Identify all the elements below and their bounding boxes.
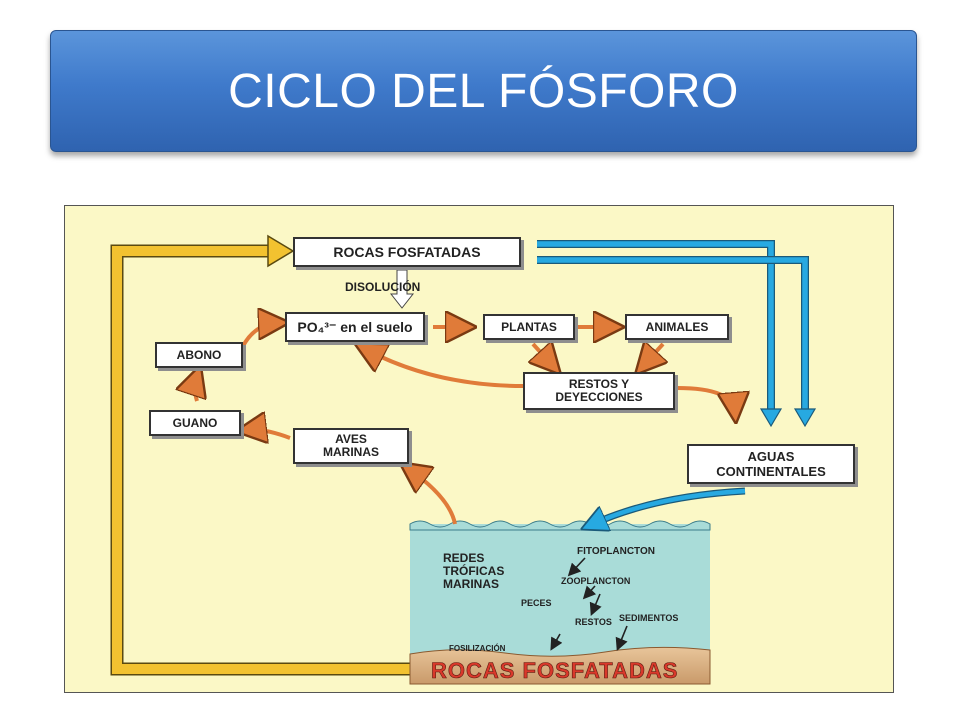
po4-suelo-label: PO₄³⁻ en el suelo — [297, 318, 413, 335]
abono-label: ABONO — [176, 347, 222, 362]
blue-rock-arrows — [537, 240, 817, 428]
aguas-to-sea-arrow-outline — [591, 487, 746, 528]
phosphorus-cycle-diagram: ROCAS FOSFATADAS DISOLUCIÓN PO₄³⁻ en el … — [64, 205, 894, 693]
aguas-continentales-box: AGUAS CONTINENTALES — [687, 444, 855, 484]
restos-sea-label: RESTOS — [575, 617, 612, 627]
disolucion-label: DISOLUCIÓN — [345, 280, 421, 294]
rocas-fosfatadas-label: ROCAS FOSFATADAS — [333, 243, 481, 260]
redes-troficas-label: REDES TRÓFICAS MARINAS — [443, 552, 504, 591]
aves-marinas-box: AVES MARINAS — [293, 428, 409, 464]
redes-line2: TRÓFICAS — [443, 564, 505, 578]
restos-label-line2: DEYECCIONES — [555, 390, 643, 404]
aves-label-line2: MARINAS — [323, 445, 379, 459]
rocas-fosfatadas-box: ROCAS FOSFATADAS — [293, 237, 521, 267]
redes-line3: MARINAS — [443, 577, 499, 591]
aguas-label-line2: CONTINENTALES — [716, 464, 826, 479]
restos-label-line1: RESTOS Y — [568, 377, 630, 391]
title-banner: CICLO DEL FÓSFORO — [50, 30, 917, 152]
restos-deyecciones-box: RESTOS Y DEYECCIONES — [523, 372, 675, 410]
animales-label: ANIMALES — [645, 319, 709, 334]
rocas-fosfatadas-bottom-label: ROCAS FOSFATADAS — [431, 658, 679, 684]
disolucion-arrow — [389, 269, 415, 309]
aguas-to-sea-arrow — [593, 488, 746, 524]
plantas-box: PLANTAS — [483, 314, 575, 340]
sedimentos-label: SEDIMENTOS — [619, 613, 679, 623]
page-title: CICLO DEL FÓSFORO — [228, 64, 739, 118]
animales-box: ANIMALES — [625, 314, 729, 340]
fitoplancton-label: FITOPLANCTON — [577, 546, 655, 557]
orange-arrows — [195, 323, 735, 525]
plantas-label: PLANTAS — [501, 319, 557, 334]
peces-label: PECES — [521, 598, 552, 608]
fosilizacion-label: FOSILIZACIÓN — [449, 644, 506, 653]
sea-flow-arrows — [550, 557, 628, 651]
redes-line1: REDES — [443, 551, 485, 565]
yellow-return-arrow — [110, 234, 410, 676]
po4-suelo-box: PO₄³⁻ en el suelo — [285, 312, 425, 342]
abono-box: ABONO — [155, 342, 243, 368]
guano-box: GUANO — [149, 410, 241, 436]
diagram-arrows — [110, 234, 817, 685]
aguas-label-line1: AGUAS — [747, 449, 795, 464]
aves-label-line1: AVES — [335, 432, 367, 446]
zooplancton-label: ZOOPLANCTON — [561, 576, 631, 586]
sea — [409, 520, 711, 685]
guano-label: GUANO — [172, 415, 218, 430]
